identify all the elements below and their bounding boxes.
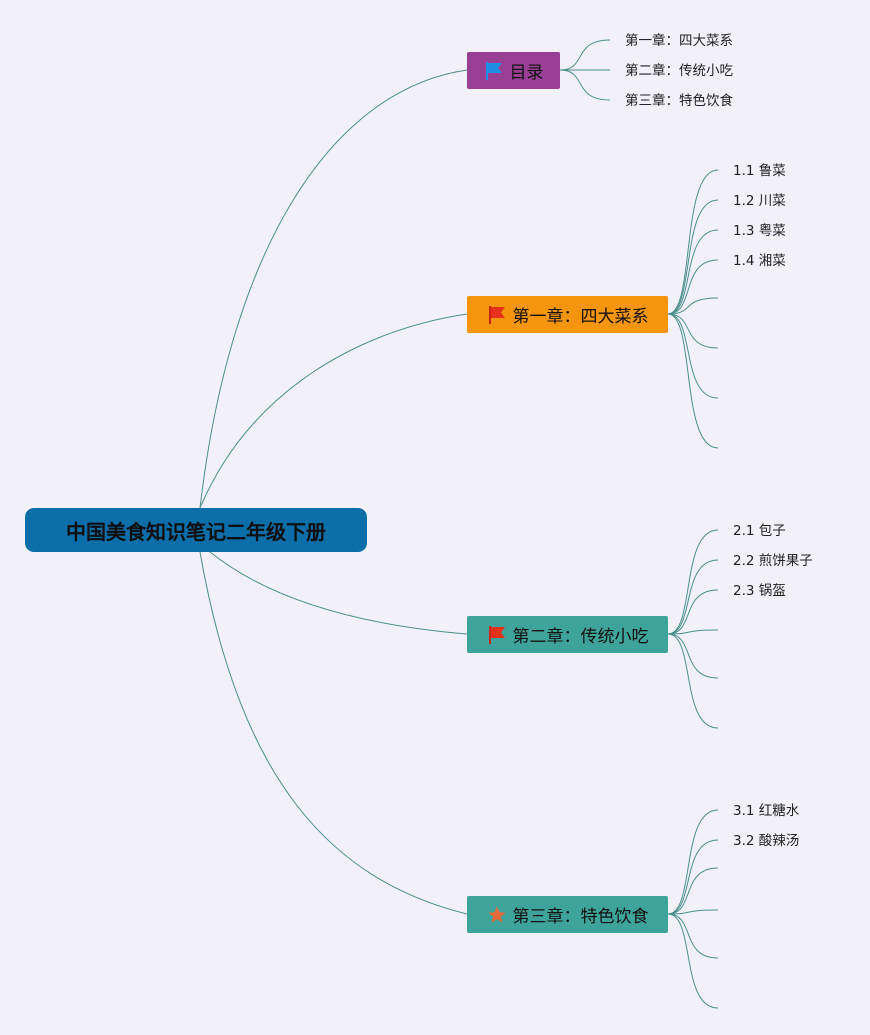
topic-label: 第三章：特色饮食: [512, 907, 649, 927]
connector-ch2-6: [667, 633, 719, 729]
connector-ch3-5: [667, 913, 719, 959]
topic-toc[interactable]: 目录: [467, 52, 560, 89]
connector-ch1-4: [667, 259, 719, 315]
connector-ch3-1: [667, 809, 719, 915]
connector-ch2-4: [667, 629, 719, 635]
topic-label: 第一章：四大菜系: [512, 307, 649, 327]
subtopic-ch2-2[interactable]: 2.2 煎饼果子: [733, 553, 813, 569]
connector-root-ch1: [199, 313, 468, 509]
red-flag-icon: [488, 305, 505, 324]
topic-chapter-1[interactable]: 第一章：四大菜系: [467, 296, 668, 333]
connector-ch3-4: [667, 909, 719, 915]
red-flag-icon: [488, 625, 505, 644]
topic-chapter-3[interactable]: 第三章：特色饮食: [467, 896, 668, 933]
subtopic-ch2-3[interactable]: 2.3 锅盔: [733, 583, 786, 599]
connector-toc-1: [559, 39, 611, 71]
topic-label: 第二章：传统小吃: [512, 627, 649, 647]
subtopic-ch3-1[interactable]: 3.1 红糖水: [733, 803, 800, 819]
subtopic-ch2-1[interactable]: 2.1 包子: [733, 523, 786, 539]
root-topic-label: 中国美食知识笔记二年级下册: [66, 519, 326, 544]
topic-label: 目录: [509, 63, 544, 83]
subtopic-ch3-2[interactable]: 3.2 酸辣汤: [733, 833, 800, 849]
connector-ch1-3: [667, 229, 719, 315]
connector-ch2-2: [667, 559, 719, 635]
connector-ch1-5: [667, 297, 719, 315]
connector-root-toc: [199, 69, 468, 509]
connector-ch1-8: [667, 313, 719, 449]
connector-ch1-1: [667, 169, 719, 315]
connector-toc-3: [559, 69, 611, 101]
connector-ch2-3: [667, 589, 719, 635]
blue-flag-icon: [485, 61, 502, 80]
subtopic-ch1-3[interactable]: 1.3 粤菜: [733, 223, 786, 239]
subtopic-ch1-1[interactable]: 1.1 鲁菜: [733, 163, 786, 179]
connector-ch1-6: [667, 313, 719, 349]
star-icon: [487, 906, 506, 923]
connector-ch3-2: [667, 839, 719, 915]
connector-ch1-2: [667, 199, 719, 315]
topic-chapter-2[interactable]: 第二章：传统小吃: [467, 616, 668, 653]
root-topic[interactable]: 中国美食知识笔记二年级下册: [25, 508, 367, 552]
connector-root-ch2: [209, 551, 468, 635]
connector-ch2-1: [667, 529, 719, 635]
connector-ch3-3: [667, 867, 719, 915]
subtopic-ch1-4[interactable]: 1.4 湘菜: [733, 253, 786, 269]
subtopic-ch1-2[interactable]: 1.2 川菜: [733, 193, 786, 209]
connector-root-ch3: [199, 551, 468, 915]
subtopic-toc-3[interactable]: 第三章：特色饮食: [625, 93, 733, 109]
subtopic-toc-1[interactable]: 第一章：四大菜系: [625, 33, 733, 49]
subtopic-toc-2[interactable]: 第二章：传统小吃: [625, 63, 733, 79]
connector-ch1-7: [667, 313, 719, 399]
connector-ch2-5: [667, 633, 719, 679]
connector-ch3-6: [667, 913, 719, 1009]
